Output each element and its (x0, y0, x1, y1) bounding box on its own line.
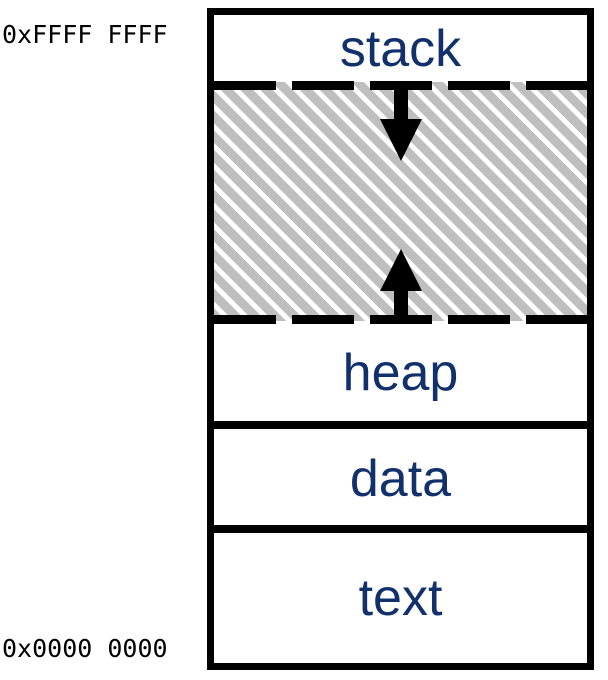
region-text-label: text (358, 569, 443, 627)
stack-growth-down-arrow-icon (378, 89, 424, 161)
address-label-high: 0xFFFF FFFF (2, 20, 168, 49)
region-stack: stack (214, 15, 587, 82)
region-heap-label: heap (342, 344, 459, 402)
region-data: data (214, 429, 587, 529)
divider-heap-data-solid (214, 421, 587, 429)
region-text: text (214, 533, 587, 663)
divider-data-text-solid (214, 525, 587, 533)
address-label-low: 0x0000 0000 (2, 634, 168, 663)
region-data-label: data (349, 450, 452, 508)
divider-stack-free-dashed (214, 81, 587, 90)
memory-box: stack heap data text (207, 8, 594, 670)
region-stack-label: stack (339, 19, 462, 78)
region-heap: heap (214, 321, 587, 425)
heap-growth-up-arrow-icon (378, 249, 424, 321)
